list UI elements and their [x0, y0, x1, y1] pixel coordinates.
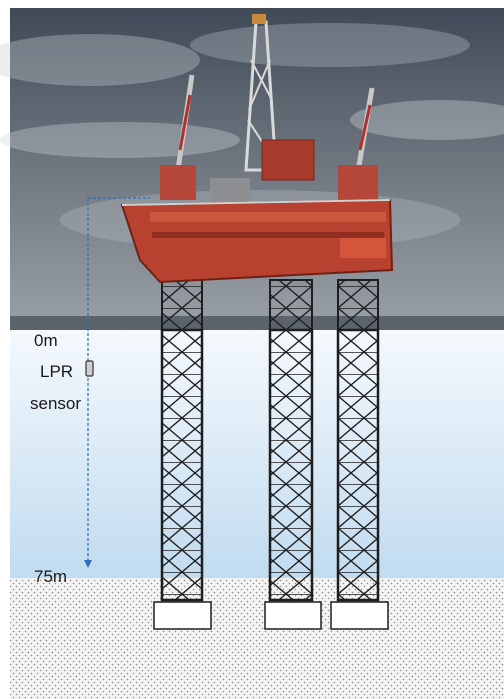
- sensor-label-line2: sensor: [30, 394, 82, 413]
- lpr-sensor-icon: [85, 360, 94, 377]
- water-column: [10, 330, 504, 578]
- seabed: [10, 578, 504, 699]
- sensor-depth-line: [84, 197, 150, 568]
- leg-foundations: [153, 601, 389, 630]
- platform-legs-upper: [161, 279, 379, 331]
- platform-legs-submerged: [160, 328, 380, 602]
- surface-depth-label: 0m: [34, 331, 58, 350]
- sea-horizon: [10, 316, 504, 330]
- offshore-platform-illustration: [120, 14, 394, 284]
- seabed-depth-label: 75m: [34, 567, 68, 586]
- sensor-label-line1: LPR: [40, 362, 74, 381]
